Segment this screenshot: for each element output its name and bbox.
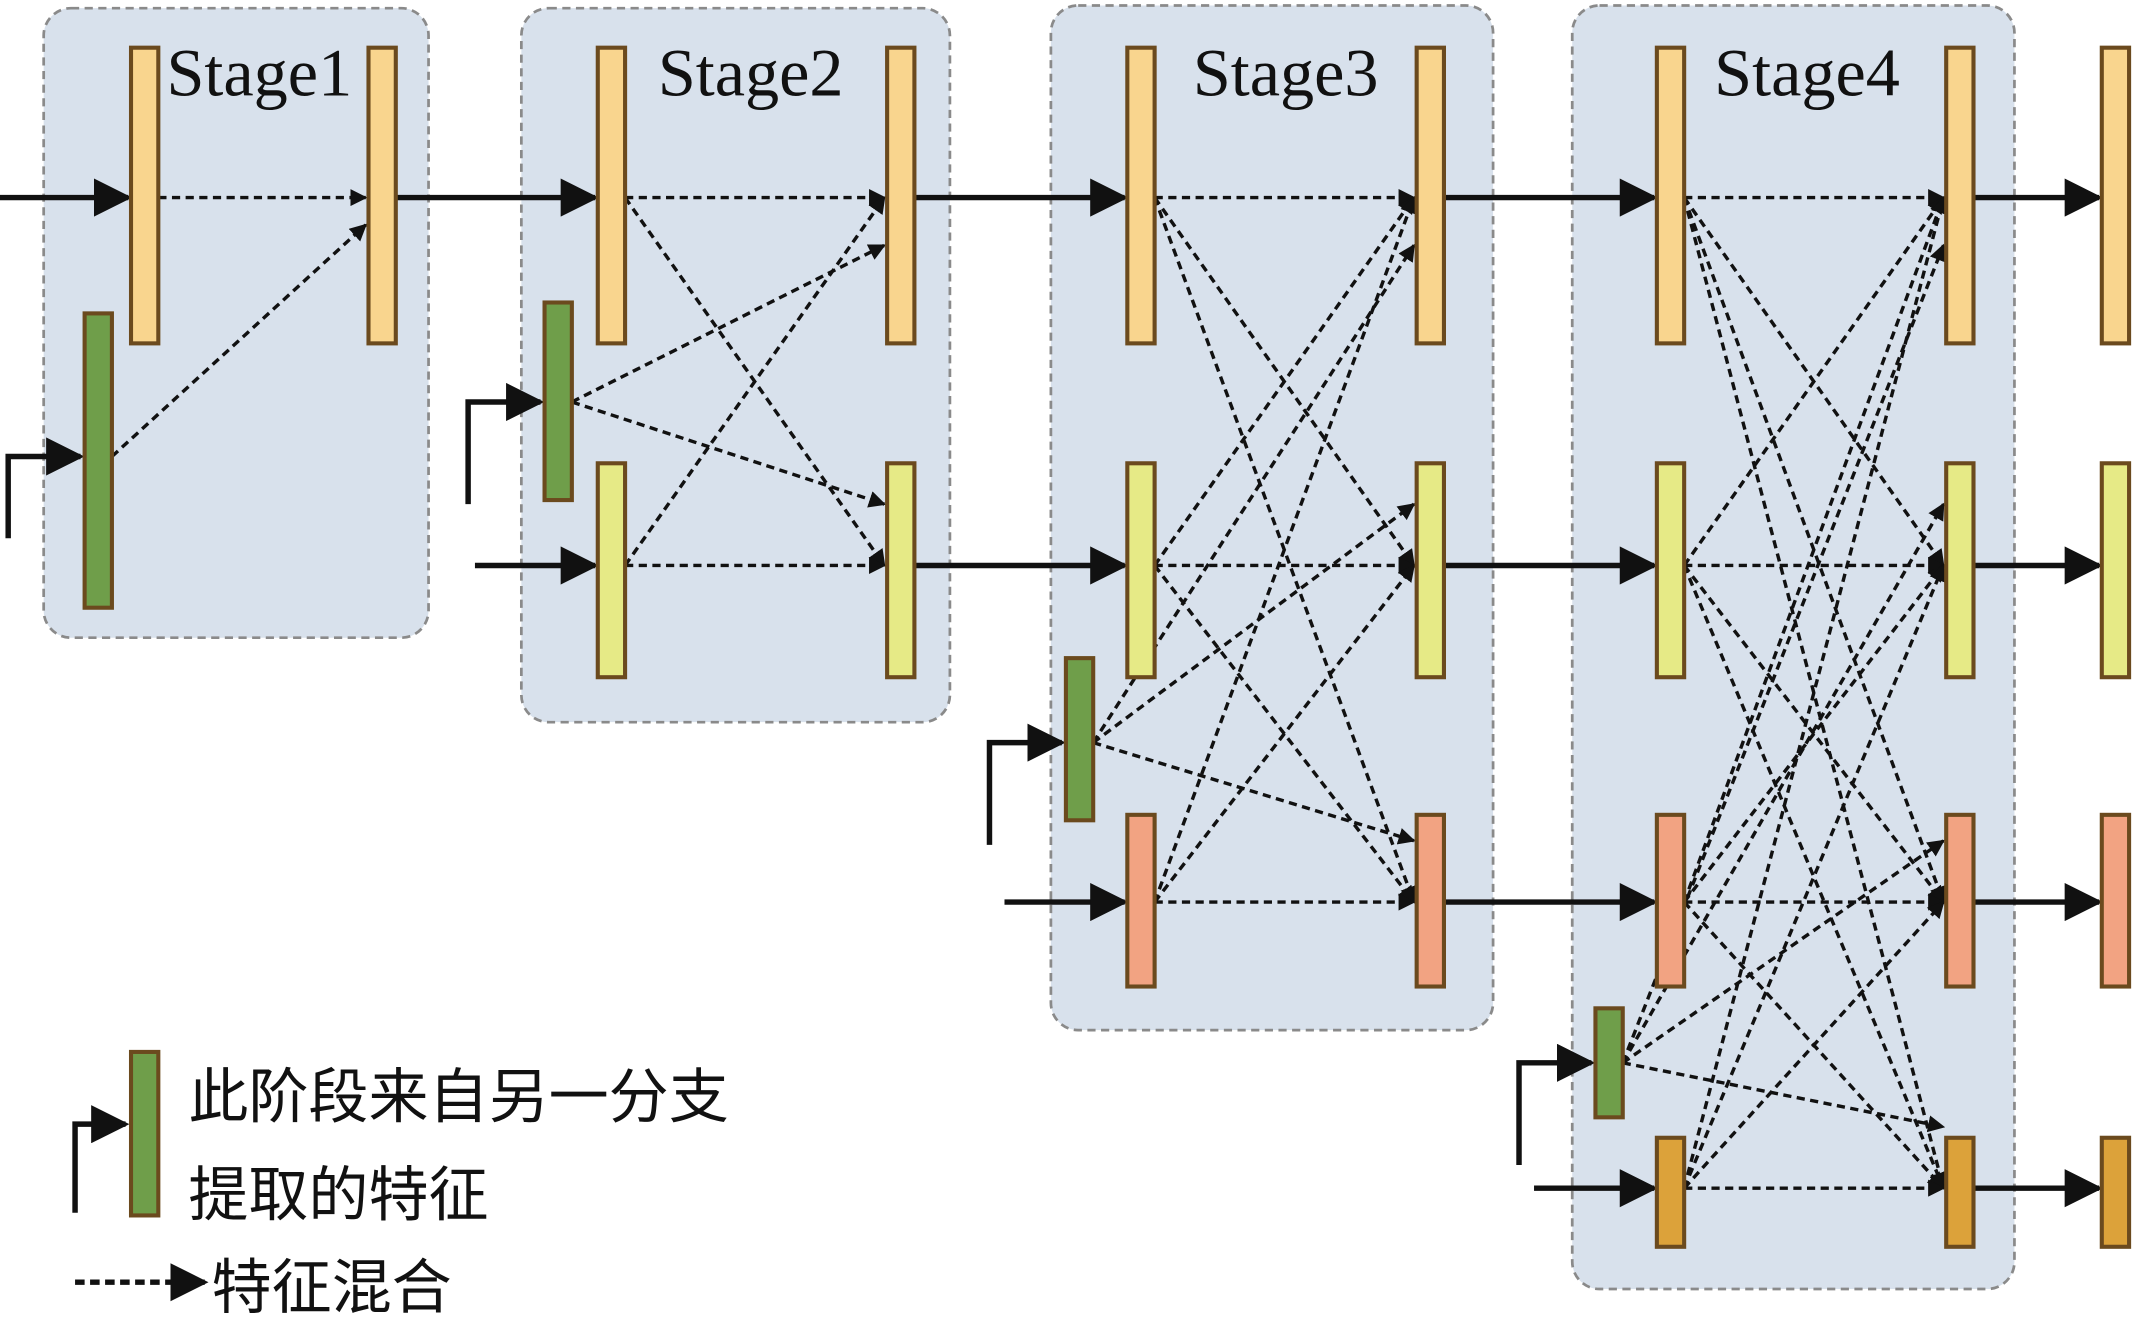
stage3-output-bar-1 xyxy=(1414,45,1447,346)
feature-bars xyxy=(82,45,2132,1249)
stage4-output-bar-4 xyxy=(1944,1135,1976,1249)
stage-label-1: Stage1 xyxy=(167,34,353,110)
stage4-new-branch-mix-2 xyxy=(1621,502,1945,1064)
stage-label-2: Stage2 xyxy=(658,34,844,110)
stage4-output-bar-1 xyxy=(1944,45,1976,346)
legend: 此阶段来自另一分支 提取的特征 特征混合 xyxy=(72,1049,729,1319)
legend-feature-mix: 特征混合 xyxy=(212,1253,452,1319)
stage3-mix-2-1 xyxy=(1153,196,1416,567)
stage4-input-bar-3 xyxy=(1654,812,1687,989)
stage2-output-bar-2 xyxy=(885,461,917,680)
stage3-mix-3-1 xyxy=(1153,195,1417,903)
stage-panel-2 xyxy=(519,6,952,724)
stage3-output-bar-3 xyxy=(1414,812,1447,989)
stage-label-3: Stage3 xyxy=(1193,34,1379,110)
final-output-bar-4 xyxy=(2099,1135,2132,1249)
stage4-output-bar-2 xyxy=(1944,461,1976,680)
stage-label-4: Stage4 xyxy=(1714,34,1900,110)
final-output-bar-2 xyxy=(2099,461,2132,680)
stage1-new-branch-mix-1 xyxy=(110,223,368,458)
stage2-new-branch-mix-2 xyxy=(571,400,887,508)
stage1-new-branch-arrow xyxy=(5,437,85,539)
stage4-mix-2-4 xyxy=(1682,564,1946,1190)
stage-labels: Stage1 Stage2 Stage3 Stage4 xyxy=(167,34,1900,110)
stage4-mix-2-1 xyxy=(1682,196,1945,567)
stage3-output-bar-2 xyxy=(1414,461,1447,680)
stage2-input-bar-1 xyxy=(595,45,628,346)
stage4-mix-3-1 xyxy=(1682,195,1947,903)
legend-new-branch-line2: 提取的特征 xyxy=(188,1160,488,1230)
stage2-mix-2-1 xyxy=(623,196,886,567)
stage2-output-bar-1 xyxy=(885,45,917,346)
stage4-input-bar-1 xyxy=(1654,45,1687,346)
stage3-input-bar-2 xyxy=(1125,461,1157,680)
flow-arrows xyxy=(0,178,2103,1208)
stage4-output-bar-3 xyxy=(1944,812,1976,989)
stage3-input-bar-3 xyxy=(1125,812,1157,989)
stage1-input-bar-1 xyxy=(128,45,161,346)
stage3-input-bar-1 xyxy=(1125,45,1157,346)
stage3-new-branch-mix-3 xyxy=(1092,740,1416,845)
stage4-new-branch-mix-3 xyxy=(1621,839,1945,1065)
stage4-new-branch-arrow xyxy=(1516,1043,1596,1166)
stage2-input-bar-2 xyxy=(595,461,628,680)
stage2-new-branch-bar xyxy=(542,300,574,503)
stage2-new-branch-arrow xyxy=(465,382,545,505)
stage1-output-bar-1 xyxy=(366,45,398,346)
stage4-mix-4-1 xyxy=(1682,195,1948,1189)
stage4-new-branch-bar xyxy=(1593,1006,1625,1120)
stage4-mix-3-2 xyxy=(1682,564,1945,904)
stage4-new-branch-mix-1 xyxy=(1621,243,1946,1064)
stage4-input-bar-4 xyxy=(1654,1135,1687,1249)
stage4-input-bar-2 xyxy=(1654,461,1687,680)
stage3-new-branch-mix-2 xyxy=(1092,502,1416,744)
legend-new-branch-icon xyxy=(72,1049,161,1218)
stage4-mix-4-2 xyxy=(1682,563,1946,1189)
final-output-bar-1 xyxy=(2099,45,2132,346)
final-output-bar-3 xyxy=(2099,812,2132,989)
legend-new-branch-line1: 此阶段来自另一分支 xyxy=(188,1062,728,1132)
stage4-mix-4-3 xyxy=(1682,900,1945,1190)
stage3-new-branch-arrow xyxy=(986,723,1066,845)
stage3-mix-3-2 xyxy=(1153,564,1416,904)
stage1-new-branch-bar xyxy=(82,311,114,610)
stage3-new-branch-bar xyxy=(1063,656,1096,823)
